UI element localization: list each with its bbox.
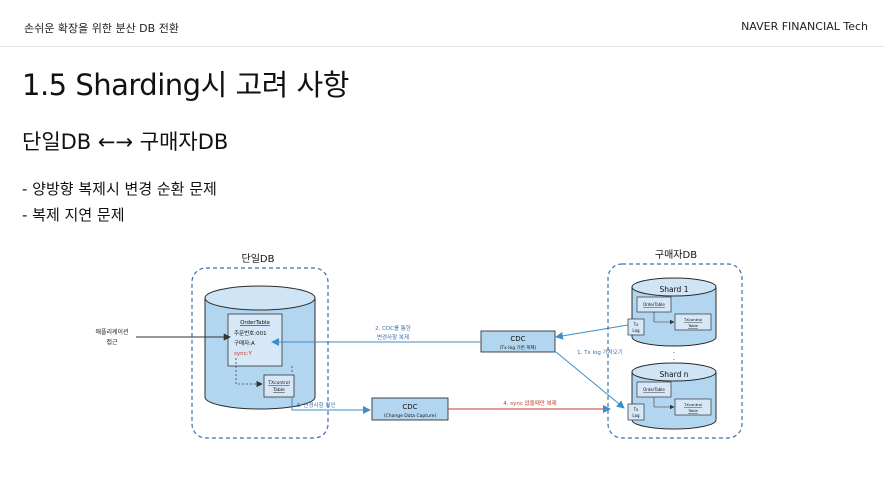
shard-ellipsis: · — [673, 342, 675, 350]
buyer-db-label: 구매자DB — [655, 249, 697, 261]
bullet-item: - 양방향 복제시 변경 순환 문제 — [22, 180, 217, 198]
bullet-item: - 복제 지연 문제 — [22, 206, 125, 224]
cdc-bottom-title: CDC — [402, 403, 417, 411]
shard-n-txcontrol-label: TXcontrol — [683, 402, 702, 407]
app-access-label: 애플리케이션 — [95, 328, 128, 336]
tx-insert-arrow — [235, 358, 263, 388]
single-db-label: 단일DB — [242, 253, 275, 265]
presentation-header-title: 손쉬운 확장을 위한 분산 DB 전환 — [24, 22, 179, 35]
shard-1-txlog-label: Log — [632, 328, 640, 333]
shard-n-txlog-label: Log — [632, 413, 640, 418]
cdc-top-title: CDC — [510, 335, 525, 343]
shard-1-txcontrol-table — [674, 313, 712, 331]
tx-table-line: TXcontrol — [267, 380, 289, 386]
shard-n-txcontrol-table — [674, 398, 712, 416]
shard-n-txlog — [627, 403, 645, 421]
order-row-sync: sync:Y — [234, 351, 252, 357]
shard-n-title: Shard n — [660, 370, 689, 379]
shard-1-txlog-label: Tx — [633, 322, 639, 327]
cdc-top-sub: (Tx log 기반 복제) — [500, 344, 537, 351]
shard-n-txlog-label: Tx — [633, 407, 639, 412]
shard-ellipsis: · — [673, 356, 675, 364]
edge-label-tx-fetch: 1. Tx log 가져오기 — [577, 348, 623, 356]
tx-control-table-box: TXcontrol Table — [263, 374, 295, 398]
shard-1-title: Shard 1 — [660, 285, 689, 294]
shard-1-txcontrol-label: TXcontrol — [683, 317, 702, 322]
edge-label-change-check: 3. 변경사항 확인 — [296, 401, 335, 409]
company-name: NAVER FINANCIAL Tech — [741, 20, 868, 33]
cdc-to-shardn-arrow — [555, 351, 625, 409]
cdc-bottom-sub: (Change Data Capture) — [384, 413, 436, 419]
shard-ellipsis: · — [673, 349, 675, 357]
shard-n-order-table-label: OrderTable — [643, 387, 665, 392]
order-row: 구매자:A — [234, 339, 255, 347]
tx-table-line: Table — [272, 387, 285, 393]
bullet-list: - 양방향 복제시 변경 순환 문제 - 복제 지연 문제 — [22, 176, 217, 228]
order-table-title: OrderTable — [240, 320, 270, 326]
edge-label-sync-replicate: 4. sync 없을때만 복제 — [503, 399, 556, 407]
tx-log-fetch-arrow — [555, 324, 629, 340]
shard-1-txlog — [627, 318, 645, 336]
slide-title: 1.5 Sharding시 고려 사항 — [22, 68, 349, 102]
change-check-arrow — [291, 398, 371, 414]
slide-subtitle: 단일DB ←→ 구매자DB — [22, 130, 229, 154]
edge-label-cdc-apply: 2. CDC를 통한 — [375, 325, 411, 332]
buyer-db-group — [607, 263, 743, 439]
shard-1-txcontrol-label: Table — [687, 323, 698, 328]
header-divider — [0, 46, 884, 47]
shard-1-order-table-label: OrderTable — [643, 302, 665, 307]
app-access-label: 접근 — [106, 338, 118, 346]
order-row: 주문번호:001 — [234, 329, 267, 337]
edge-label-cdc-apply: 변경사항 복제 — [377, 333, 409, 341]
shard-n-txcontrol-label: Table — [687, 408, 698, 413]
